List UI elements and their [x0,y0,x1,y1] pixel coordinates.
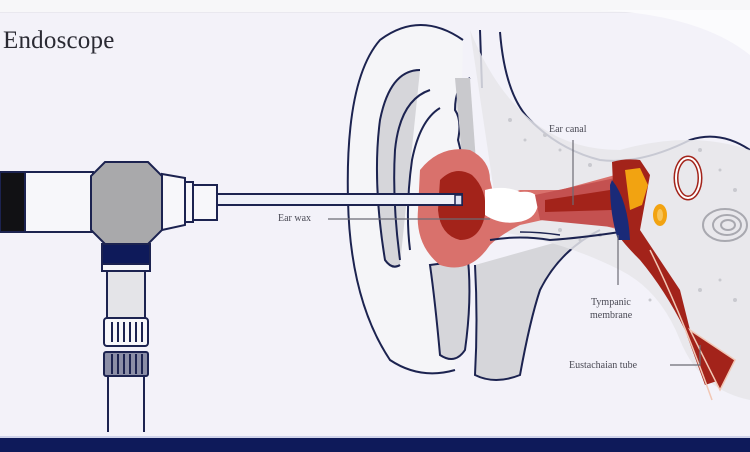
middle-ear-cavity [612,159,720,385]
knurl-lines [111,322,143,374]
label-tympanic-membrane-1: Tympanic [591,297,631,308]
cochlea [702,208,748,242]
top-strip [0,0,750,13]
page-title: Endoscope [3,27,115,54]
ossicle-malleus [625,168,648,210]
label-tympanic-membrane-2: membrane [590,310,633,321]
semicircular-canals [673,155,703,201]
tympanic-membrane [610,180,630,240]
label-eustachian-tube: Eustachaian tube [569,360,638,371]
leader-lines [328,140,701,366]
canal-clear [485,187,539,223]
footer-band [0,436,750,452]
corner-curve [600,10,750,55]
eustachian-tube-shape [688,327,736,392]
endoscope-instrument [0,161,463,432]
label-ear-canal: Ear canal [549,124,587,135]
label-ear-wax: Ear wax [278,213,312,224]
